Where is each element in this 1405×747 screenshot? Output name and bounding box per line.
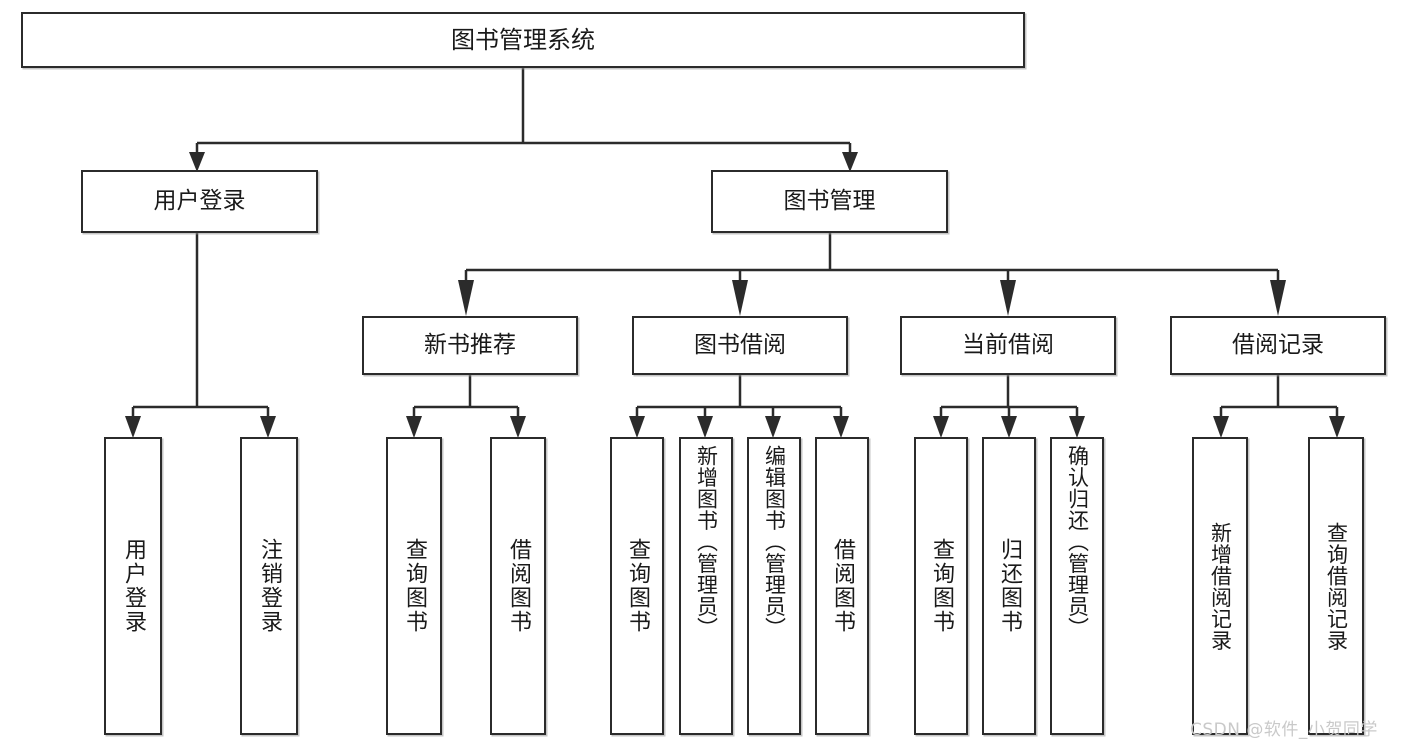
node-current-borrow[interactable]: 当前借阅 xyxy=(900,316,1116,375)
node-label: 借阅记录 xyxy=(1232,331,1324,358)
leaf-query-borrow-record[interactable]: 查询借阅记录 xyxy=(1308,437,1364,735)
leaf-borrow-book-recommend[interactable]: 借阅图书 xyxy=(490,437,546,735)
node-label: 确认归还（管理员） xyxy=(1065,445,1090,639)
node-label: 查询图书 xyxy=(929,538,954,634)
node-book-management-system[interactable]: 图书管理系统 xyxy=(21,12,1025,68)
node-label: 注销登录 xyxy=(257,538,282,634)
node-label: 借阅图书 xyxy=(830,538,855,634)
leaf-add-borrow-record[interactable]: 新增借阅记录 xyxy=(1192,437,1248,735)
leaf-return-book[interactable]: 归还图书 xyxy=(982,437,1036,735)
node-user-login[interactable]: 用户登录 xyxy=(81,170,318,233)
node-label: 用户登录 xyxy=(121,538,146,634)
watermark-csdn: CSDN @软件_小贺同学 xyxy=(1190,720,1378,740)
node-label: 用户登录 xyxy=(153,187,246,214)
node-label: 归还图书 xyxy=(997,538,1022,634)
node-label: 新增图书（管理员） xyxy=(694,445,719,639)
leaf-query-book-borrow[interactable]: 查询图书 xyxy=(610,437,664,735)
node-book-borrow[interactable]: 图书借阅 xyxy=(632,316,848,375)
leaf-add-book-admin[interactable]: 新增图书（管理员） xyxy=(679,437,733,735)
node-label: 查询借阅记录 xyxy=(1324,521,1349,651)
leaf-query-book-current[interactable]: 查询图书 xyxy=(914,437,968,735)
node-borrow-record[interactable]: 借阅记录 xyxy=(1170,316,1386,375)
leaf-query-book-recommend[interactable]: 查询图书 xyxy=(386,437,442,735)
leaf-borrow-book[interactable]: 借阅图书 xyxy=(815,437,869,735)
leaf-user-login[interactable]: 用户登录 xyxy=(104,437,162,735)
node-label: 图书管理系统 xyxy=(451,25,595,54)
node-label: 编辑图书（管理员） xyxy=(762,445,787,639)
node-label: 图书借阅 xyxy=(694,331,786,358)
node-label: 当前借阅 xyxy=(962,331,1054,358)
node-label: 查询图书 xyxy=(625,538,650,634)
leaf-confirm-return-admin[interactable]: 确认归还（管理员） xyxy=(1050,437,1104,735)
leaf-logout-login[interactable]: 注销登录 xyxy=(240,437,298,735)
node-label: 借阅图书 xyxy=(506,538,531,634)
node-label: 图书管理 xyxy=(783,187,876,214)
node-label: 查询图书 xyxy=(402,538,427,634)
node-new-book-recommend[interactable]: 新书推荐 xyxy=(362,316,578,375)
node-book-management[interactable]: 图书管理 xyxy=(711,170,948,233)
leaf-edit-book-admin[interactable]: 编辑图书（管理员） xyxy=(747,437,801,735)
node-label: 新增借阅记录 xyxy=(1208,521,1233,651)
node-label: 新书推荐 xyxy=(424,331,516,358)
